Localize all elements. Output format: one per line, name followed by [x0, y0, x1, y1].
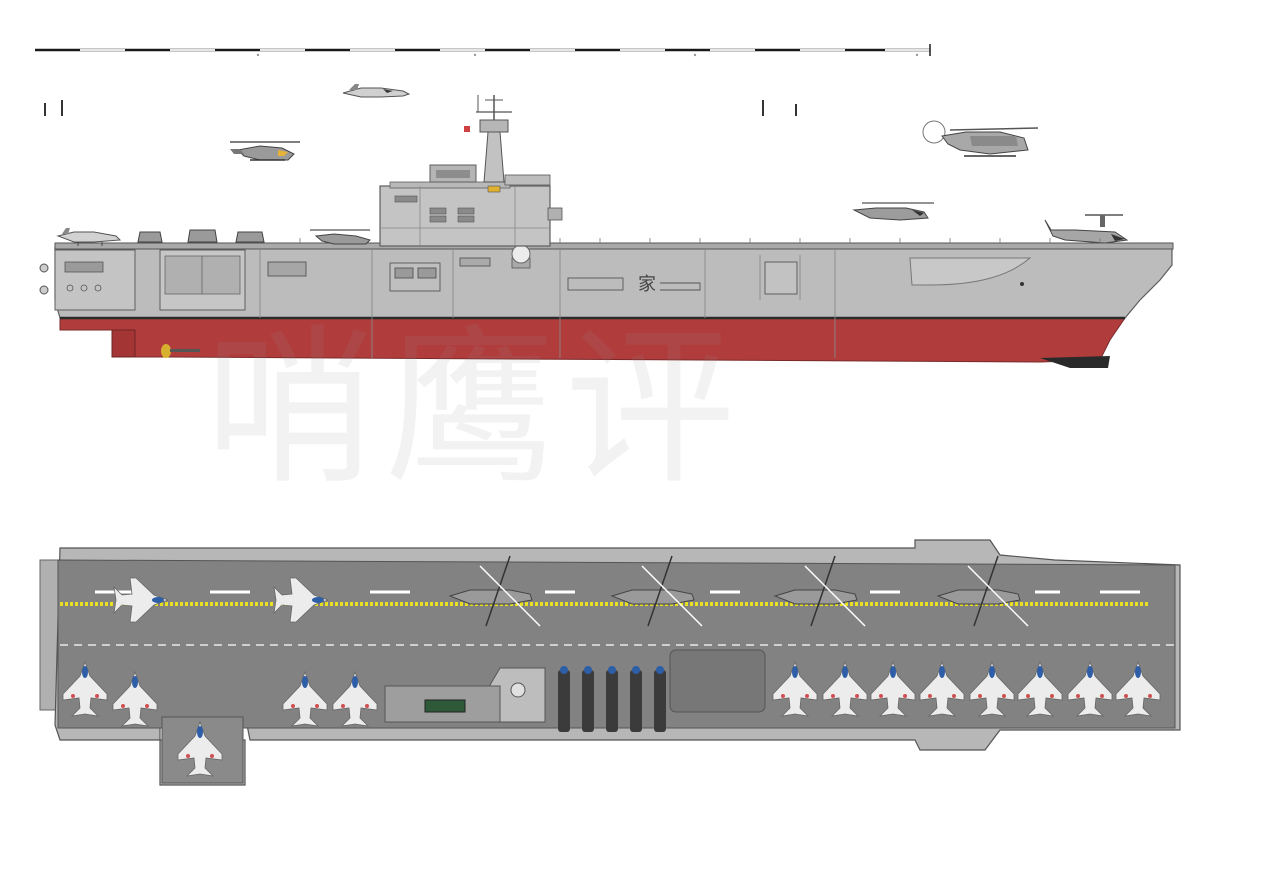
- stealth-fighter-icon: [332, 670, 378, 727]
- helicopter-icon: [610, 555, 703, 627]
- helicopter-icon: [852, 202, 934, 221]
- flag-icon: [464, 126, 470, 132]
- stealth-fighter-icon: [113, 577, 170, 623]
- stealth-fighter-icon: [273, 577, 330, 623]
- anchor-icon: [1020, 282, 1024, 286]
- folded-fighter-icon: [137, 229, 265, 243]
- stealth-fighter-icon: [56, 228, 122, 246]
- stealth-fighter-icon: [177, 720, 223, 777]
- stealth-fighter-icon: [870, 660, 916, 717]
- stealth-fighter-icon: [112, 670, 158, 727]
- scale-bar: [35, 44, 931, 57]
- helicopter-icon: [936, 555, 1029, 627]
- stealth-fighter-icon: [1115, 660, 1161, 717]
- helicopter-icon: [773, 555, 866, 627]
- hull-lower: [59, 317, 1126, 363]
- island-superstructure: [379, 164, 563, 247]
- stealth-fighter-icon: [282, 670, 328, 727]
- stealth-fighter-icon: [342, 84, 411, 98]
- propeller-icon: [161, 344, 200, 358]
- stealth-fighter-icon: [62, 660, 108, 717]
- stealth-fighter-icon: [919, 660, 965, 717]
- stealth-fighter-icon: [822, 660, 868, 717]
- stealth-fighter-icon: [1067, 660, 1113, 717]
- marker-ticks: [44, 100, 797, 116]
- helicopter-icon: [230, 141, 300, 161]
- fighter-group: [62, 577, 1161, 777]
- folded-helicopter-icon: [558, 666, 666, 732]
- radar-dome-icon: [511, 244, 531, 269]
- stealth-fighter-icon: [969, 660, 1015, 717]
- stealth-fighter-icon: [1017, 660, 1063, 717]
- mast-icon: [476, 95, 512, 183]
- helicopter-icon: [922, 120, 1039, 157]
- ship-side-view: 家: [39, 95, 1174, 368]
- stealth-fighter-icon: [772, 660, 818, 717]
- ship-top-view: [39, 539, 1181, 786]
- helicopter-icon: [448, 555, 541, 627]
- helicopter-icon: [310, 229, 371, 245]
- hull-marking: 家: [638, 274, 656, 295]
- tiltrotor-icon: [1044, 214, 1129, 244]
